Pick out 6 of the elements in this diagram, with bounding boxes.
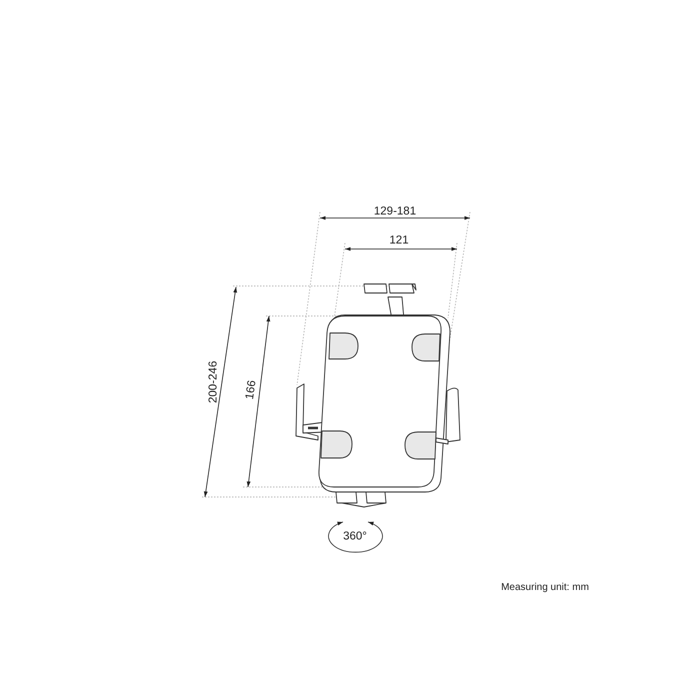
rotation-label: 360°: [343, 531, 367, 543]
dimension-label: 129-181: [374, 206, 416, 218]
unit-note: Measuring unit: mm: [501, 583, 589, 593]
dimension-label: 121: [389, 235, 409, 247]
dimension-label: 200-246: [208, 360, 220, 404]
dimension-label: 166: [244, 380, 260, 400]
